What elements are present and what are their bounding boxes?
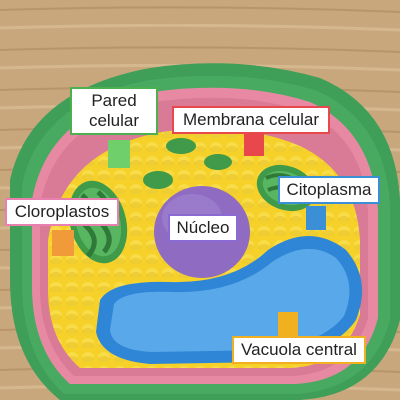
label-vacuola-central: Vacuola central [232,336,366,364]
label-nucleo: Núcleo [168,214,238,242]
organelle-green-3 [143,171,173,189]
label-cloroplastos: Cloroplastos [5,198,119,226]
label-membrana-celular: Membrana celular [172,106,330,134]
pin-vacuola [278,312,298,338]
pin-citoplasma [306,206,326,230]
organelle-green-2 [204,154,232,170]
label-pared-celular: Pared celular [70,87,158,135]
pin-pared [108,140,130,168]
pin-cloroplastos [52,230,74,256]
label-citoplasma: Citoplasma [278,176,380,204]
organelle-green-1 [166,138,196,154]
pin-membrana [244,132,264,156]
